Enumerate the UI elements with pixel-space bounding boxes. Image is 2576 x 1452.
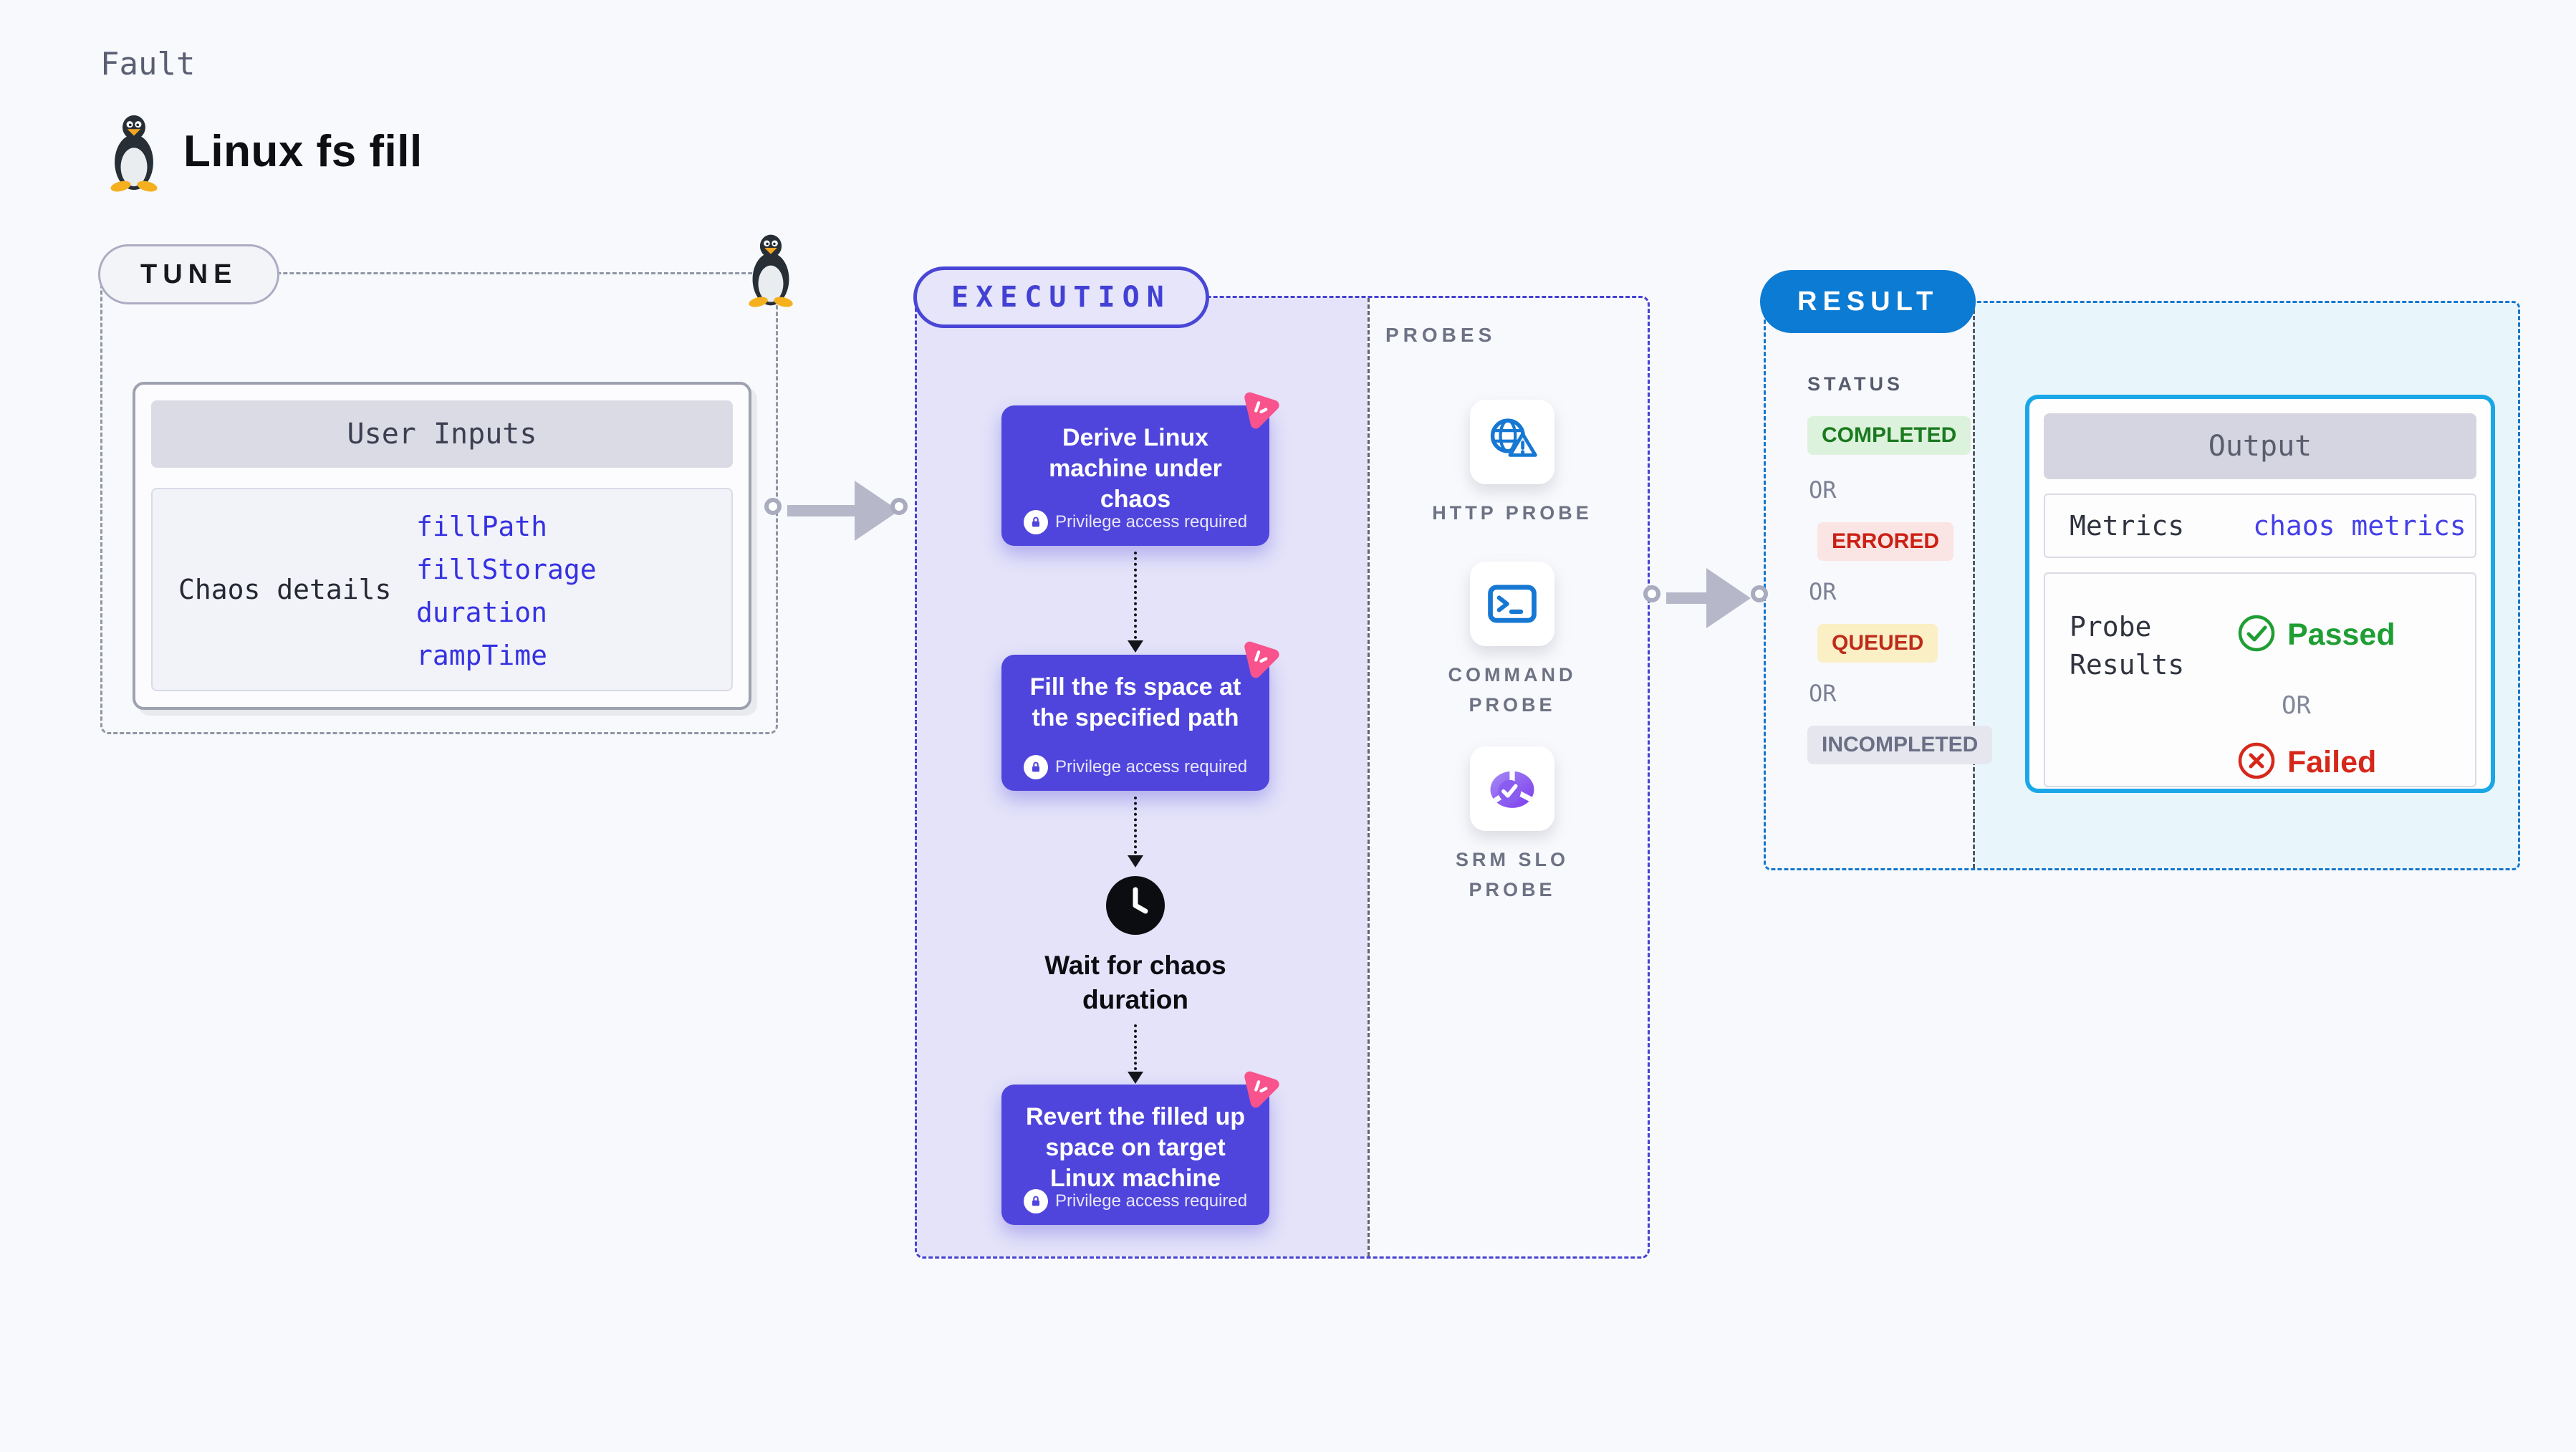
slo-donut-icon <box>1470 746 1554 831</box>
terminal-icon <box>1470 562 1554 646</box>
step-fill-fs-space: Fill the fs space at the specified path … <box>1001 641 1279 791</box>
output-card: Output Metrics chaos metrics Probe Resul… <box>2025 395 2495 793</box>
step-title: Derive Linux machine under chaos <box>1049 424 1222 513</box>
input-ramptime: rampTime <box>416 640 548 671</box>
passed-label: Passed <box>2287 617 2395 652</box>
flow-arrow-line <box>1134 552 1137 639</box>
probes-column-label: PROBES <box>1385 324 1496 346</box>
probe-label: SRM SLO PROBE <box>1455 849 1569 900</box>
flow-arrow-line <box>1134 1024 1137 1070</box>
privilege-badge: Privilege access required <box>1054 1191 1248 1211</box>
connector-arrowhead-icon <box>1706 568 1751 628</box>
probe-item-http: HTTP PROBE <box>1418 400 1607 529</box>
flow-arrowhead-icon <box>1128 855 1143 867</box>
metrics-label: Metrics <box>2070 510 2185 542</box>
metrics-row: Metrics chaos metrics <box>2044 494 2476 558</box>
flow-arrow-line <box>1134 797 1137 854</box>
result-pill: RESULT <box>1760 270 1976 333</box>
flow-arrowhead-icon <box>1128 640 1143 653</box>
status-badge-incompleted: INCOMPLETED <box>1807 726 1993 764</box>
x-circle-icon <box>2237 741 2276 784</box>
status-badge-completed: COMPLETED <box>1807 416 1971 455</box>
probe-results-label: Probe Results <box>2070 611 2185 681</box>
step-title: Fill the fs space at the specified path <box>1029 673 1241 731</box>
probes-separator <box>1368 298 1370 1256</box>
privilege-badge: Privilege access required <box>1054 512 1248 532</box>
chaos-logo-icon <box>1239 390 1281 431</box>
tune-pill: TUNE <box>98 244 280 304</box>
connector-line <box>1666 592 1709 604</box>
tux-penguin-icon <box>746 233 796 307</box>
lock-icon <box>1023 510 1048 534</box>
connector-end-node <box>1751 585 1768 602</box>
fault-eyebrow: Fault <box>100 46 196 82</box>
status-output-separator <box>1973 303 1975 868</box>
step-revert-space: Revert the filled up space on target Lin… <box>1001 1071 1279 1225</box>
probe-item-srm-slo: SRM SLO PROBE <box>1418 746 1607 905</box>
output-card-header: Output <box>2044 413 2476 479</box>
clock-icon <box>1105 875 1166 936</box>
step-derive-machine: Derive Linux machine under chaos Privile… <box>1001 392 1279 546</box>
privilege-badge: Privilege access required <box>1054 757 1248 777</box>
user-inputs-header: User Inputs <box>151 400 733 468</box>
status-badge-queued: QUEUED <box>1817 624 1938 663</box>
or-separator: OR <box>1809 680 1837 707</box>
connector-line <box>787 505 856 516</box>
probe-label: COMMAND PROBE <box>1448 664 1577 716</box>
input-fillstorage: fillStorage <box>416 554 597 585</box>
chaos-details-label: Chaos details <box>178 574 392 605</box>
result-section: RESULT STATUS COMPLETED OR ERRORED OR QU… <box>1760 270 2520 870</box>
or-separator: OR <box>1809 476 1837 504</box>
user-inputs-card: User Inputs Chaos details fillPath fillS… <box>133 382 751 710</box>
step-title: Revert the filled up space on target Lin… <box>1025 1103 1246 1192</box>
or-separator: OR <box>2282 691 2311 720</box>
tux-penguin-icon <box>107 113 160 192</box>
check-circle-icon <box>2237 614 2276 656</box>
connector-start-node <box>1643 585 1661 602</box>
chaos-logo-icon <box>1239 639 1281 681</box>
globe-alert-icon <box>1470 400 1554 484</box>
flow-arrowhead-icon <box>1128 1072 1143 1084</box>
execution-section: EXECUTION Derive Linux machine under cha… <box>913 266 1650 1259</box>
page-title: Linux fs fill <box>183 127 423 176</box>
wait-duration-label: Wait for chaos duration <box>1044 951 1226 1015</box>
lock-icon <box>1023 1189 1048 1213</box>
connector-start-node <box>764 498 782 515</box>
status-column-label: STATUS <box>1807 373 1903 395</box>
probe-label: HTTP PROBE <box>1432 502 1592 524</box>
tune-section: TUNE User Inputs Chaos details fillPath … <box>98 234 793 734</box>
input-fillpath: fillPath <box>416 511 548 542</box>
chaos-logo-icon <box>1239 1069 1281 1110</box>
failed-label: Failed <box>2287 745 2377 779</box>
probe-results-row: Probe Results Passed OR <box>2044 572 2476 787</box>
status-badge-errored: ERRORED <box>1817 522 1954 561</box>
input-duration: duration <box>416 597 548 628</box>
or-separator: OR <box>1809 578 1837 605</box>
execution-pill: EXECUTION <box>913 266 1209 328</box>
connector-end-node <box>890 498 908 515</box>
probe-item-command: COMMAND PROBE <box>1418 562 1607 721</box>
lock-icon <box>1023 755 1048 779</box>
metrics-value-link: chaos metrics <box>2253 510 2466 542</box>
chaos-details-row: Chaos details fillPath fillStorage durat… <box>151 488 733 691</box>
